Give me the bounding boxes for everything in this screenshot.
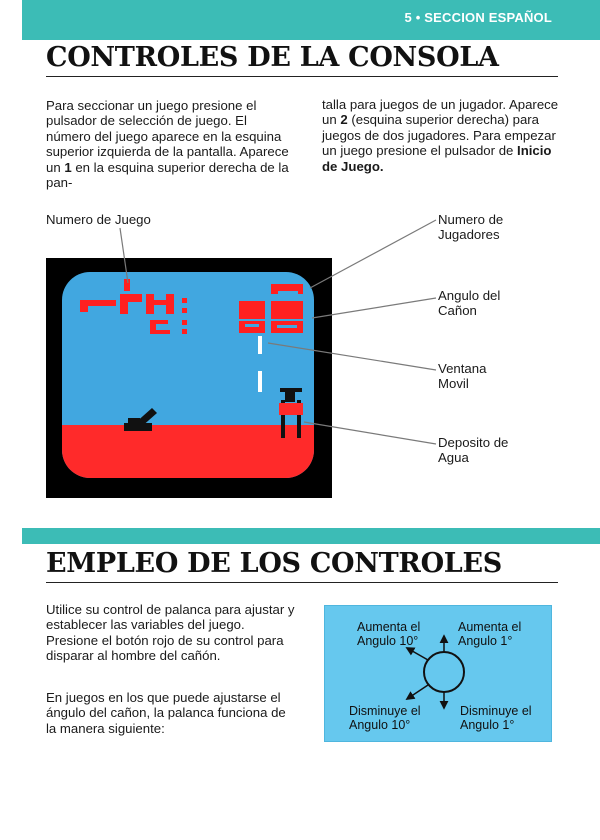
header-band	[22, 0, 600, 40]
section-title-using-controls: EMPLEO DE LOS CONTROLES	[46, 548, 502, 579]
moving-window-top	[258, 336, 262, 354]
label-increase-1: Aumenta el Angulo 1°	[458, 620, 522, 648]
game-screen	[46, 258, 332, 498]
joystick-diagram: Aumenta el Angulo 10° Aumenta el Angulo …	[324, 605, 552, 742]
arrow-down-left-icon	[405, 684, 429, 700]
water-tank	[279, 388, 303, 438]
arrow-up-left-icon	[405, 647, 429, 661]
cannon	[124, 408, 157, 431]
joystick-circle-icon	[423, 651, 465, 693]
label-cannon-angle: Angulo del Cañon	[438, 288, 501, 319]
angle-readout	[150, 320, 303, 334]
section-label: 5 • SECCION ESPAÑOL	[404, 10, 552, 25]
intro-column-2: talla para juegos de un jugador. Aparece…	[322, 97, 559, 174]
label-game-number: Numero de Juego	[46, 212, 151, 227]
screen-ground	[62, 425, 314, 478]
instructions-paragraph-1: Utilice su control de palanca para ajust…	[46, 602, 295, 664]
moving-window-bottom	[258, 371, 262, 392]
label-players-number: Numero de Jugadores	[438, 212, 504, 243]
divider-band	[22, 528, 600, 544]
instructions-paragraph-2: En juegos en los que puede ajustarse el …	[46, 690, 286, 736]
label-water-tank: Deposito de Agua	[438, 435, 509, 466]
game-number-digit	[124, 279, 130, 291]
joystick-arrows	[405, 634, 465, 710]
section-title-console-controls: CONTROLES DE LA CONSOLA	[46, 42, 499, 73]
title-rule	[46, 76, 558, 77]
speed-value	[239, 284, 303, 319]
speed-readout	[80, 294, 187, 314]
label-moving-window: Ventana Movil	[438, 361, 487, 392]
label-decrease-10: Disminuye el Angulo 10°	[349, 704, 421, 732]
title-rule	[46, 582, 558, 583]
label-increase-10: Aumenta el Angulo 10°	[357, 620, 421, 648]
intro-column-1: Para seccionar un juego presione el puls…	[46, 98, 289, 191]
label-decrease-1: Disminuye el Angulo 1°	[460, 704, 532, 732]
